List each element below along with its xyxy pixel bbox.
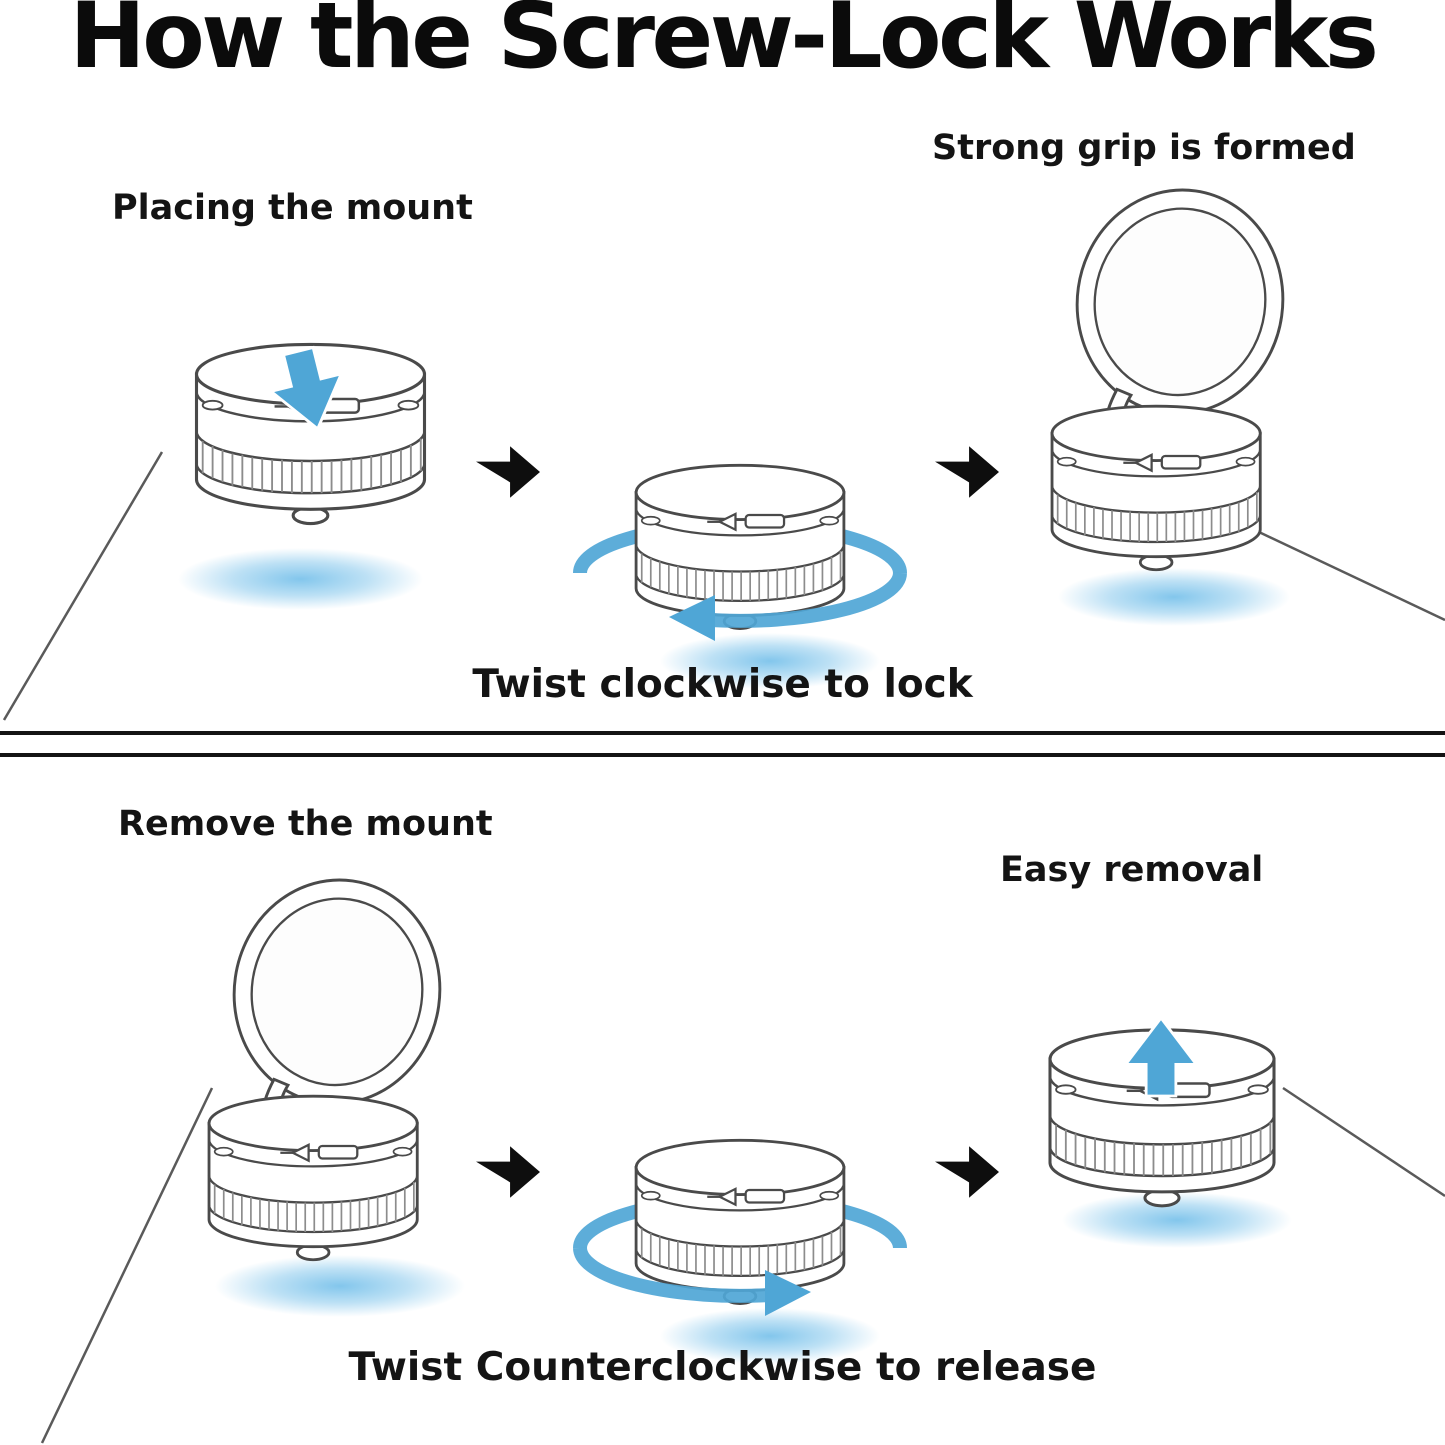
floor-perspective-lines	[2, 451, 1445, 721]
twist-release-illustration	[565, 1105, 915, 1335]
arrow-right-icon	[935, 1146, 999, 1198]
mount-base-illustration	[168, 322, 453, 533]
step-label-grip: Strong grip is formed	[932, 128, 1356, 168]
ring-mount-illustration	[162, 875, 477, 1272]
page-title: How the Screw-Lock Works	[69, 0, 1379, 89]
rotate-counterclockwise-arrowhead	[573, 1247, 811, 1316]
step-label-remove: Remove the mount	[118, 804, 493, 844]
lock-caption: Twist clockwise to lock	[472, 662, 973, 707]
glow-shadow	[660, 633, 880, 689]
glow-shadow	[215, 1255, 465, 1317]
glow-shadow	[178, 548, 423, 610]
glow-shadow	[1058, 568, 1290, 626]
release-panel: Remove the mount Easy removal	[0, 760, 1445, 1445]
release-caption: Twist Counterclockwise to release	[348, 1345, 1097, 1390]
ring-mount-illustration	[1005, 185, 1320, 582]
up-arrow-icon	[1124, 1016, 1198, 1098]
floor-perspective-lines	[40, 1086, 1445, 1444]
step-label-easy: Easy removal	[1000, 850, 1264, 890]
arrow-right-icon	[476, 1146, 540, 1198]
lock-panel: Placing the mount Strong grip is formed …	[0, 100, 1445, 731]
rotate-clockwise-arrowhead	[669, 572, 907, 641]
arrow-right-icon	[935, 446, 999, 498]
arrow-right-icon	[476, 446, 540, 498]
twist-lock-illustration	[565, 430, 915, 660]
glow-shadow	[660, 1308, 880, 1364]
panel-divider	[0, 731, 1445, 757]
mount-base-illustration	[1022, 1008, 1302, 1215]
step-label-placing: Placing the mount	[112, 188, 473, 228]
